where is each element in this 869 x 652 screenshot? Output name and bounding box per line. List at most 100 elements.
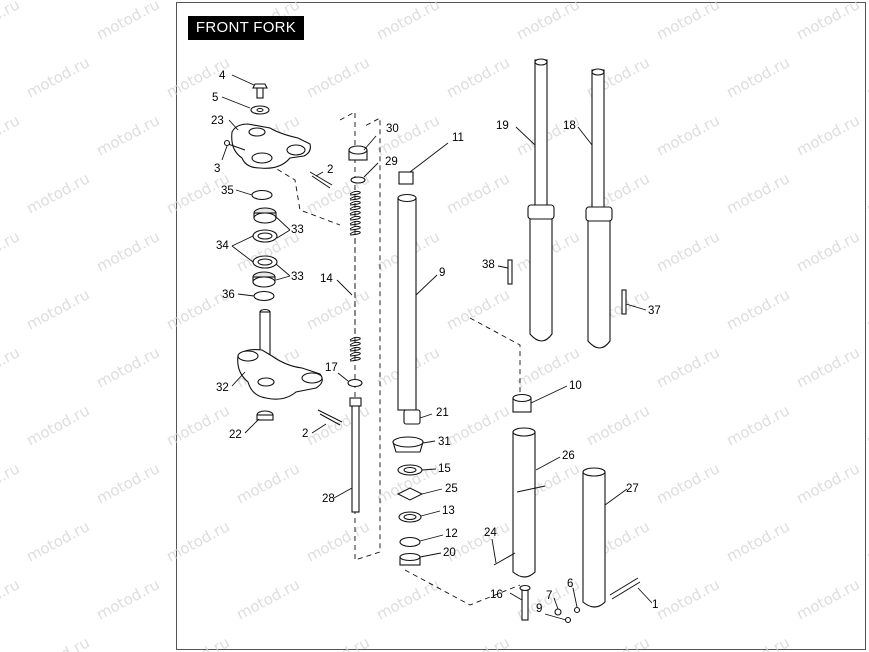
callout-26: 26 bbox=[562, 450, 575, 462]
watermark-text: motod.ru bbox=[863, 401, 869, 449]
callout-13: 13 bbox=[442, 505, 455, 517]
watermark-text: motod.ru bbox=[303, 401, 372, 449]
watermark-text: motod.ru bbox=[373, 111, 442, 159]
watermark-text: motod.ru bbox=[793, 575, 862, 623]
watermark-text: motod.ru bbox=[793, 459, 862, 507]
spring-coil bbox=[349, 210, 361, 216]
callout-34: 34 bbox=[216, 240, 229, 252]
watermark-text: motod.ru bbox=[723, 401, 792, 449]
spring-coil bbox=[349, 225, 361, 231]
watermark-text: motod.ru bbox=[723, 285, 792, 333]
watermark-text: motod.ru bbox=[93, 575, 162, 623]
watermark-text: motod.ru bbox=[793, 227, 862, 275]
watermark-text: motod.ru bbox=[863, 517, 869, 565]
watermark-text: motod.ru bbox=[723, 53, 792, 101]
spring-coil bbox=[349, 190, 361, 196]
watermark-text: motod.ru bbox=[233, 459, 302, 507]
callout-22: 22 bbox=[229, 429, 242, 441]
watermark-text: motod.ru bbox=[0, 0, 23, 44]
watermark-text: motod.ru bbox=[93, 0, 162, 44]
watermark-text: motod.ru bbox=[863, 53, 869, 101]
callout-16: 16 bbox=[490, 589, 503, 601]
spring-coil bbox=[349, 356, 361, 362]
callout-37: 37 bbox=[648, 305, 661, 317]
callout-19: 19 bbox=[496, 120, 509, 132]
callout-12: 12 bbox=[445, 528, 458, 540]
spring-coil bbox=[349, 215, 361, 221]
upper-fork-bracket-group bbox=[223, 83, 343, 426]
watermark-text: motod.ru bbox=[723, 517, 792, 565]
callout-17: 17 bbox=[325, 362, 338, 374]
callout-25: 25 bbox=[445, 483, 458, 495]
callout-33-bottom: 33 bbox=[291, 271, 304, 283]
watermark-text: motod.ru bbox=[653, 459, 722, 507]
watermark-text: motod.ru bbox=[653, 0, 722, 44]
watermark-text: motod.ru bbox=[373, 575, 442, 623]
callout-21: 21 bbox=[436, 407, 449, 419]
watermark-text: motod.ru bbox=[23, 633, 92, 652]
callout-7: 7 bbox=[546, 590, 552, 602]
callout-30: 30 bbox=[386, 123, 399, 135]
watermark-text: motod.ru bbox=[93, 459, 162, 507]
callout-9-bottom: 9 bbox=[536, 603, 542, 615]
callout-23: 23 bbox=[211, 115, 224, 127]
callout-10: 10 bbox=[569, 380, 582, 392]
callout-36: 36 bbox=[222, 289, 235, 301]
watermark-text: motod.ru bbox=[583, 401, 652, 449]
callout-3: 3 bbox=[214, 163, 220, 175]
fork-tube-assemblies bbox=[507, 58, 627, 349]
watermark-text: motod.ru bbox=[303, 169, 372, 217]
fork-spring bbox=[349, 190, 361, 362]
callout-4: 4 bbox=[219, 70, 226, 82]
watermark-text: motod.ru bbox=[303, 53, 372, 101]
spring-coil bbox=[349, 341, 361, 347]
watermark-text: motod.ru bbox=[793, 111, 862, 159]
watermark-text: motod.ru bbox=[653, 575, 722, 623]
watermark-text: motod.ru bbox=[23, 169, 92, 217]
callout-33-top: 33 bbox=[291, 224, 304, 236]
callout-18: 18 bbox=[563, 120, 576, 132]
spring-coil bbox=[349, 230, 361, 236]
callout-9-center: 9 bbox=[439, 267, 445, 279]
watermark-text: motod.ru bbox=[0, 111, 23, 159]
watermark-text: motod.ru bbox=[443, 169, 512, 217]
callout-labels: 4 5 23 3 35 33 34 33 36 32 22 2 2 30 29 … bbox=[211, 70, 661, 615]
callout-38: 38 bbox=[482, 259, 495, 271]
watermark-text: motod.ru bbox=[163, 401, 232, 449]
callout-2-upper: 2 bbox=[327, 164, 333, 176]
callout-6: 6 bbox=[567, 578, 573, 590]
spring-coil bbox=[349, 346, 361, 352]
watermark-text: motod.ru bbox=[863, 169, 869, 217]
watermark-text: motod.ru bbox=[163, 633, 232, 652]
watermark-text: motod.ru bbox=[0, 343, 23, 391]
leader-lines bbox=[221, 74, 653, 621]
watermark-text: motod.ru bbox=[443, 633, 512, 652]
watermark-text: motod.ru bbox=[443, 53, 512, 101]
spring-coil bbox=[349, 336, 361, 342]
fork-internals-group bbox=[347, 145, 424, 566]
callout-24: 24 bbox=[484, 527, 497, 539]
spring-coil bbox=[349, 200, 361, 206]
watermark-text: motod.ru bbox=[303, 285, 372, 333]
watermark-text: motod.ru bbox=[653, 111, 722, 159]
watermark-text: motod.ru bbox=[513, 0, 582, 44]
callout-28: 28 bbox=[322, 493, 335, 505]
callout-31: 31 bbox=[438, 436, 451, 448]
watermark-text: motod.ru bbox=[23, 285, 92, 333]
watermark-text: motod.ru bbox=[303, 633, 372, 652]
callout-11: 11 bbox=[452, 132, 464, 144]
callout-1: 1 bbox=[652, 599, 658, 611]
callout-5: 5 bbox=[212, 92, 218, 104]
spring-coil bbox=[349, 205, 361, 211]
callout-35: 35 bbox=[221, 185, 234, 197]
watermark-text: motod.ru bbox=[443, 285, 512, 333]
watermark-text: motod.ru bbox=[23, 401, 92, 449]
watermark-text: motod.ru bbox=[653, 343, 722, 391]
diagram-title: FRONT FORK bbox=[188, 16, 304, 40]
callout-20: 20 bbox=[443, 547, 456, 559]
watermark-text: motod.ru bbox=[163, 517, 232, 565]
watermark-text: motod.ru bbox=[583, 633, 652, 652]
watermark-text: motod.ru bbox=[443, 401, 512, 449]
assembly-guide-lines bbox=[261, 111, 521, 606]
